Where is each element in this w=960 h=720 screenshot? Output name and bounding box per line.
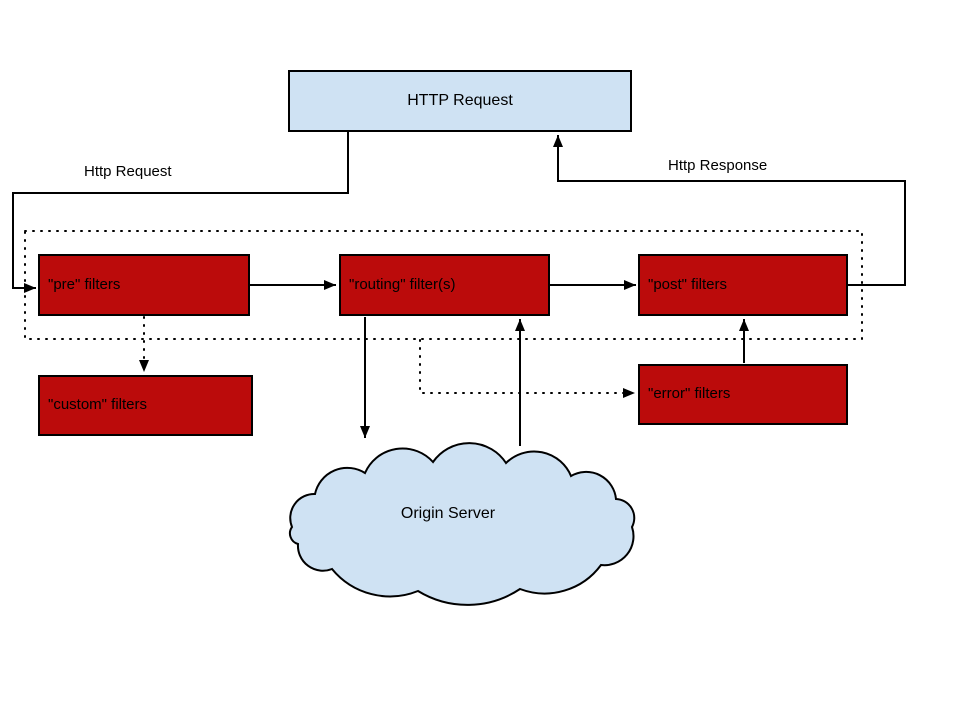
node-routing-filters: "routing" filter(s) [339,254,550,316]
node-pre-filters-label: "pre" filters [48,275,121,293]
node-post-filters: "post" filters [638,254,848,316]
edge-http-request-in [12,132,349,293]
label-http-request-edge: Http Request [84,163,172,180]
label-http-response-edge: Http Response [668,157,768,174]
node-error-filters-label: "error" filters [648,385,731,403]
edge-error-dotted [419,339,636,398]
origin-server-label: Origin Server [400,505,496,522]
node-error-filters: "error" filters [638,364,848,425]
edge-response-out [553,135,906,286]
node-http-request: HTTP Request [288,70,632,132]
node-custom-filters-label: "custom" filters [48,396,148,414]
node-routing-filters-label: "routing" filter(s) [349,275,456,293]
node-post-filters-label: "post" filters [648,275,728,293]
node-http-request-label: HTTP Request [407,92,513,110]
node-custom-filters: "custom" filters [38,375,253,436]
node-pre-filters: "pre" filters [38,254,250,316]
origin-server-cloud [288,442,636,606]
